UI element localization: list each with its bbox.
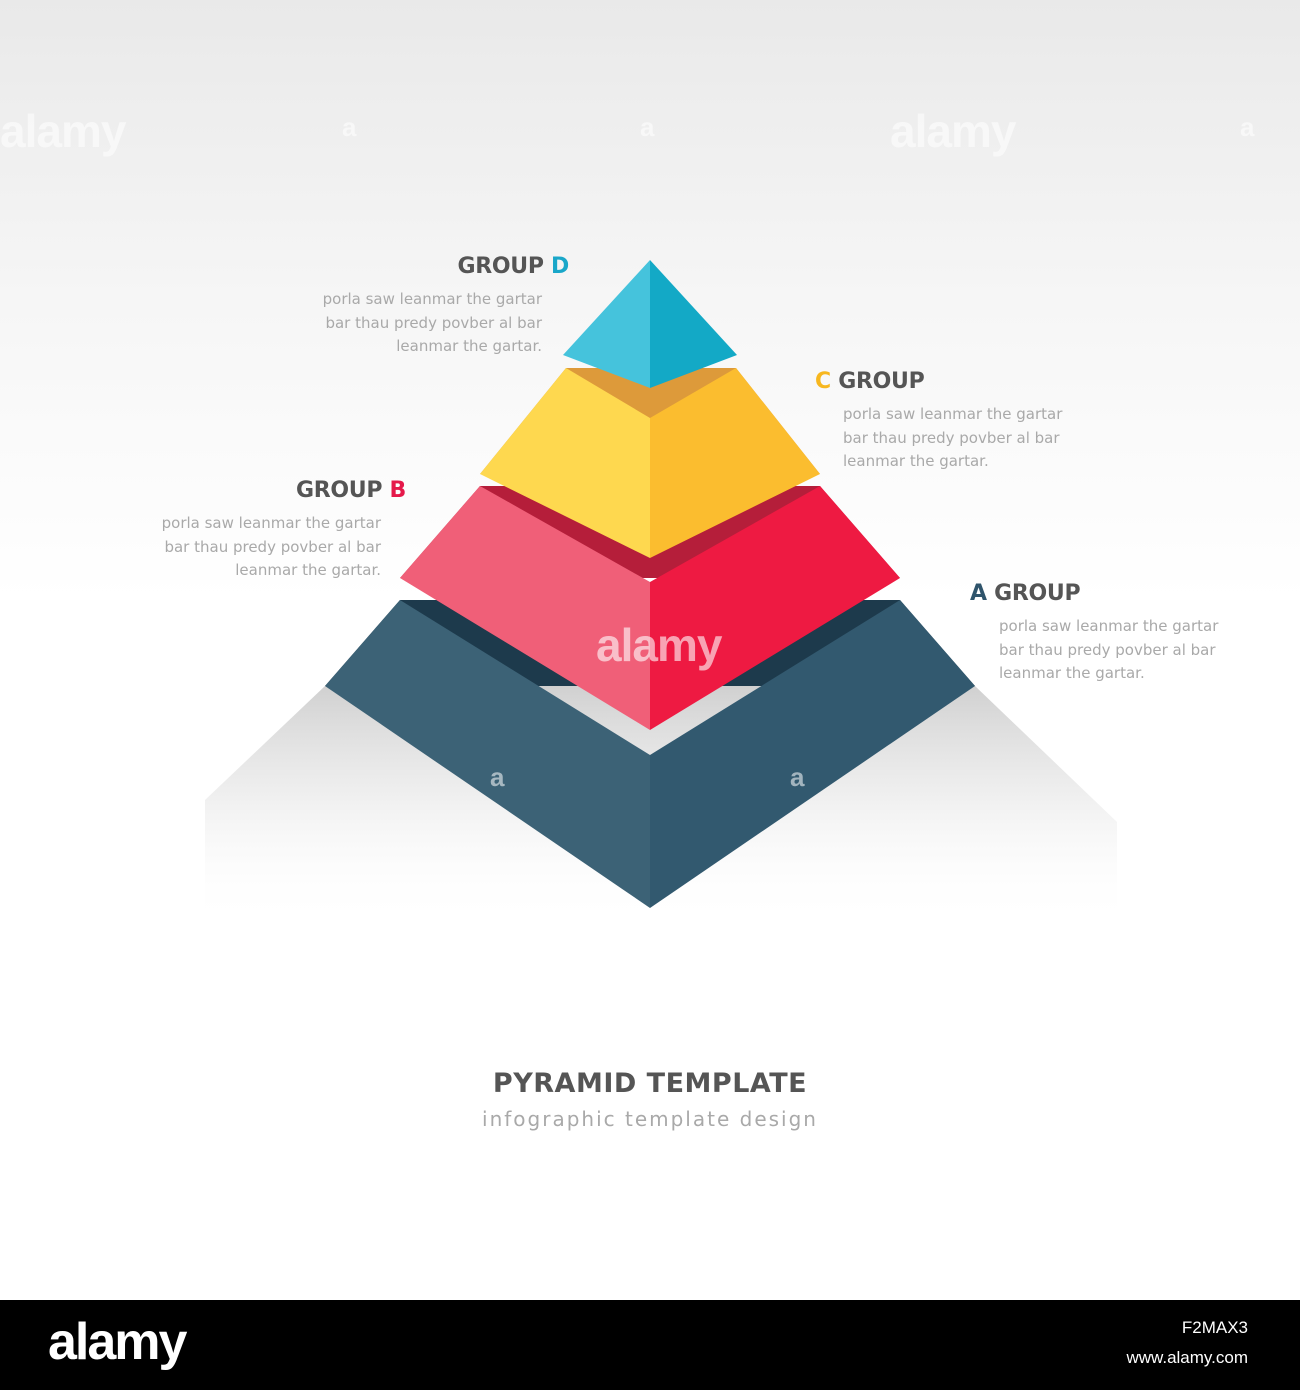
footer-url: www.alamy.com (1126, 1348, 1248, 1367)
watermark-mark: a (490, 762, 505, 792)
group-b-letter: B (389, 478, 407, 503)
pyramid-tier-b-left-face (400, 486, 650, 730)
watermark-text: alamy (890, 105, 1016, 157)
pyramid-tier-c-right-face (650, 368, 820, 558)
pyramid-tier-d-left-face (563, 260, 650, 388)
main-title: PYRAMID TEMPLATE (492, 1068, 808, 1099)
watermark-mark: a (1240, 112, 1255, 142)
watermark-text: alamy (0, 105, 126, 157)
pyramid-tier-d-right-face (650, 260, 737, 388)
watermark-text: alamy (596, 619, 722, 671)
pyramid-tier-d (563, 260, 737, 388)
group-c-description: porla saw leanmar the gartar bar thau pr… (843, 403, 1062, 474)
watermark-mark: a (790, 762, 805, 792)
group-a-title-text: GROUP (994, 581, 1081, 606)
group-d-title-text: GROUP (457, 254, 544, 279)
group-b-desc-line: leanmar the gartar. (235, 561, 381, 579)
group-b-desc-line: porla saw leanmar the gartar (161, 514, 381, 532)
group-d-letter: D (551, 254, 569, 279)
pyramid-tier-a-left-face (325, 600, 650, 908)
group-d-desc-line: leanmar the gartar. (396, 337, 542, 355)
watermark-mark: a (640, 112, 655, 142)
group-c-desc-line: bar thau predy povber al bar (843, 428, 1060, 447)
group-b-desc-line: bar thau predy povber al bar (164, 537, 381, 556)
group-d-title: GROUP D (457, 254, 569, 279)
footer-bar: alamy F2MAX3 www.alamy.com (0, 1300, 1300, 1390)
pyramid-tier-b-right-face (650, 486, 900, 730)
group-c-title: C GROUP (815, 369, 925, 394)
footer-image-id: F2MAX3 (1181, 1318, 1248, 1337)
infographic-canvas: GROUP D porla saw leanmar the gartar bar… (0, 0, 1300, 1300)
group-d-desc-line: porla saw leanmar the gartar (322, 290, 542, 308)
group-b-title-text: GROUP (295, 478, 383, 503)
group-d-description: porla saw leanmar the gartar bar thau pr… (323, 288, 542, 359)
pyramid-diagram (205, 260, 1117, 925)
pyramid-tier-c (480, 368, 820, 558)
group-c-title-text: GROUP (838, 369, 925, 394)
pyramid-tier-c-left-face (480, 368, 650, 558)
group-a-description: porla saw leanmar the gartar bar thau pr… (999, 615, 1218, 686)
group-a-desc-line: leanmar the gartar. (999, 664, 1145, 682)
group-c-desc-line: porla saw leanmar the gartar (843, 405, 1063, 423)
group-a-letter: A (970, 581, 987, 606)
watermark-mark: a (342, 112, 357, 142)
group-b-title: GROUP B (296, 478, 406, 503)
group-b-description: porla saw leanmar the gartar bar thau pr… (162, 512, 381, 583)
group-d-desc-line: bar thau predy povber al bar (325, 313, 542, 332)
group-c-desc-line: leanmar the gartar. (843, 452, 989, 470)
pyramid-tier-a-right-face (650, 600, 975, 908)
subtitle: infographic template design (482, 1107, 818, 1131)
group-c-letter: C (815, 369, 831, 394)
group-a-desc-line: bar thau predy povber al bar (999, 640, 1216, 659)
group-a-desc-line: porla saw leanmar the gartar (999, 617, 1219, 635)
footer-logo: alamy (48, 1313, 187, 1371)
group-a-title: A GROUP (970, 581, 1081, 606)
